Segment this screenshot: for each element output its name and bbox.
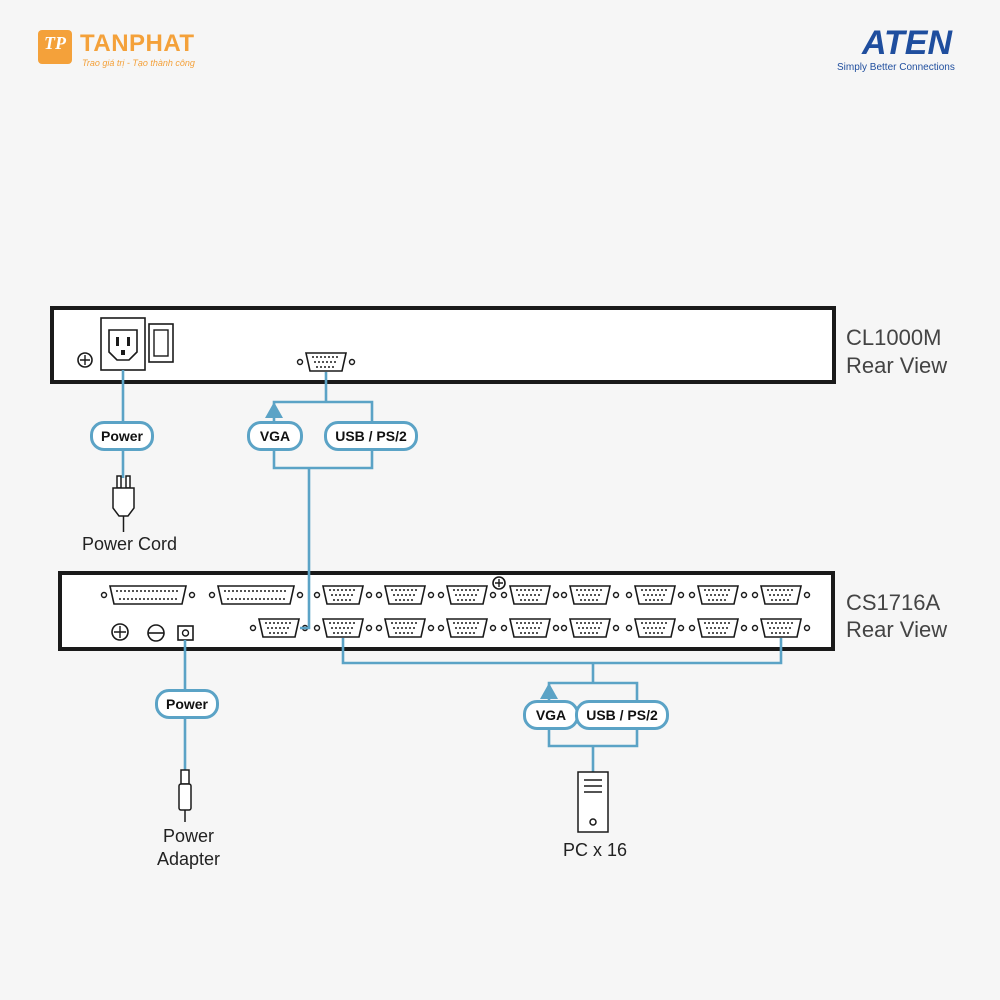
vga-cable-link — [300, 468, 311, 630]
ac-power-inlet-icon — [100, 317, 146, 371]
power-label-bottom: Power — [155, 689, 219, 719]
db25-port-2-icon — [208, 585, 304, 605]
cs1716a-view: Rear View — [846, 617, 948, 642]
power-adapter-label-line2: Adapter — [157, 849, 221, 869]
aten-logo: ATEN Simply Better Connections — [837, 24, 955, 74]
vga-label-bottom: VGA — [523, 700, 579, 730]
vga-label-top: VGA — [247, 421, 303, 451]
usb-ps2-label-top: USB / PS/2 — [324, 421, 418, 451]
pc-tower-icon — [577, 771, 609, 833]
tanphat-logo-mark: TP — [38, 30, 72, 64]
db25-port-1-icon — [100, 585, 196, 605]
power-cord-plug-icon — [112, 475, 135, 532]
power-adapter-label-line1: Power — [163, 826, 215, 846]
pc-cable — [547, 663, 639, 772]
tanphat-logo-mark-text: TP — [44, 33, 66, 53]
ground-screw-icon — [111, 623, 129, 641]
aten-logo-name: ATEN — [861, 24, 952, 62]
aten-logo-slogan: Simply Better Connections — [837, 62, 955, 73]
console-cable-top — [272, 372, 374, 470]
cpu-cable-bus — [341, 638, 783, 665]
cl1000m-device — [50, 306, 836, 384]
cs1716a-model: CS1716A — [846, 590, 941, 615]
ground-screw-icon — [77, 352, 93, 368]
tanphat-logo: TP TANPHAT Trao giá trị - Tạo thành công — [38, 30, 208, 70]
power-cord-label: Power Cord — [82, 534, 178, 554]
power-adapter-plug-icon — [178, 769, 192, 822]
power-switch-icon — [148, 323, 174, 363]
usb-ps2-label-bottom: USB / PS/2 — [575, 700, 669, 730]
tanphat-logo-slogan: Trao giá trị - Tạo thành công — [82, 58, 195, 68]
vga-arrow-top-icon — [265, 402, 283, 418]
vga-arrow-bottom-icon — [540, 683, 558, 699]
ground-screw-icon — [492, 576, 506, 590]
cl1000m-view: Rear View — [846, 353, 948, 378]
tanphat-logo-name: TANPHAT — [80, 30, 195, 57]
power-label-top: Power — [90, 421, 154, 451]
cl1000m-model: CL1000M — [846, 325, 942, 350]
pc-label: PC x 16 — [563, 840, 628, 860]
power-switch-icon — [147, 624, 165, 642]
dc-power-jack-icon — [177, 625, 194, 641]
